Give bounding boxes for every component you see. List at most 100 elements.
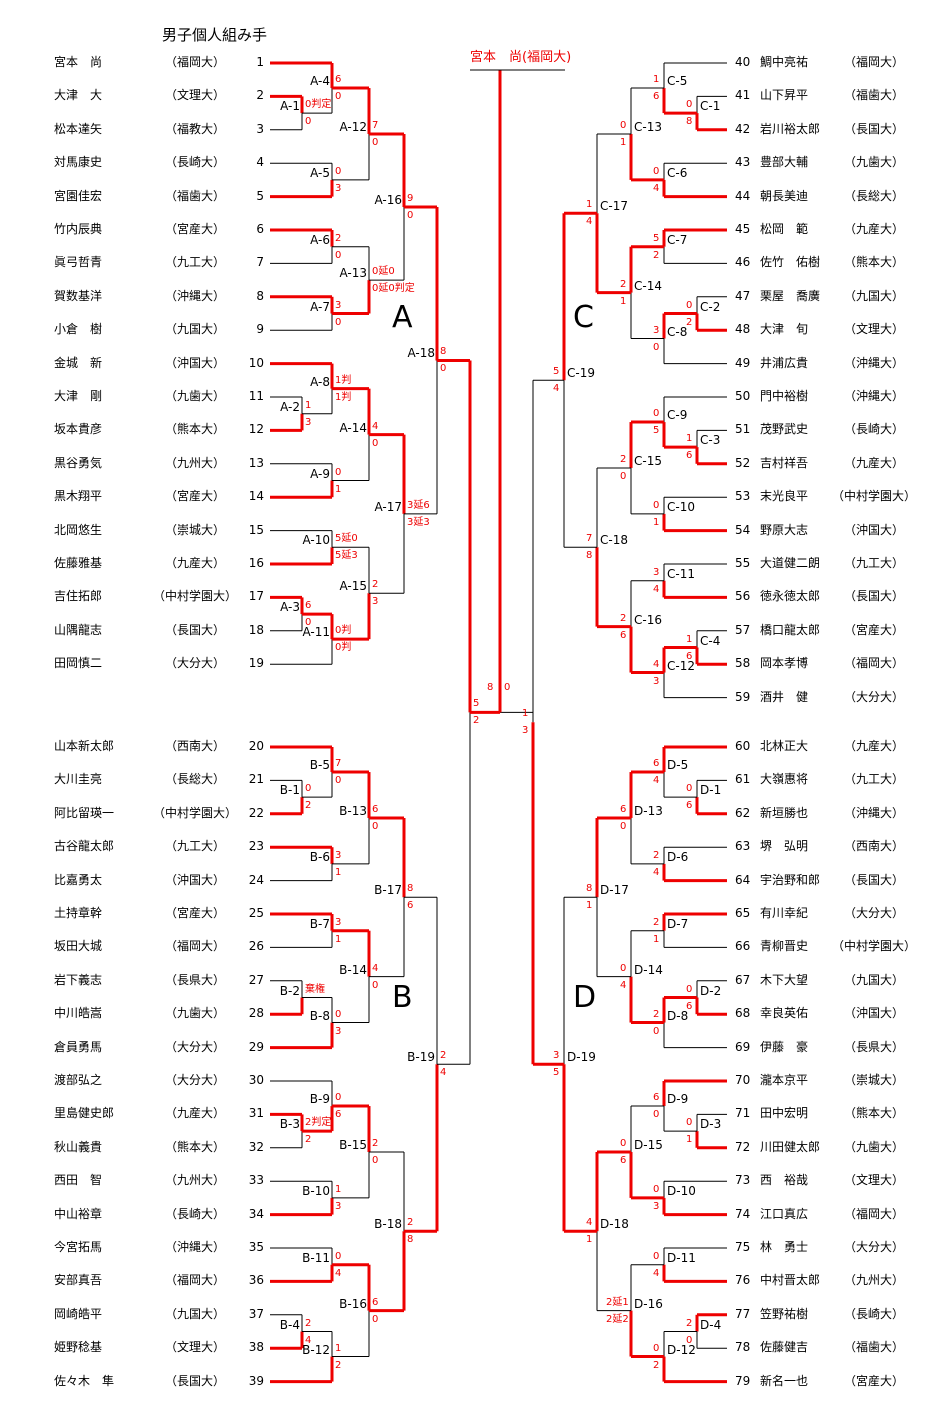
- player-number: 21: [248, 772, 264, 787]
- match-label: C-1: [700, 99, 721, 114]
- player-name: 林 勇士: [760, 1240, 809, 1254]
- player-school: （熊本大）: [843, 1106, 904, 1121]
- player-school: （大分大）: [164, 1073, 225, 1087]
- player-name: 坂本貴彦: [54, 422, 103, 437]
- score-top: 2: [620, 612, 627, 624]
- player-school: （長国大）: [843, 589, 904, 604]
- score-top: 0: [620, 1137, 627, 1149]
- score-bottom: 3: [522, 725, 529, 737]
- match-label: A-8: [310, 374, 330, 389]
- player-school: （沖国大）: [843, 522, 904, 537]
- score-top: 0: [335, 165, 342, 177]
- score-bottom: 1: [335, 933, 342, 945]
- score-bottom: 6: [686, 1000, 693, 1012]
- match-label: C-13: [634, 119, 662, 134]
- player-number: 67: [735, 972, 751, 987]
- player-name: 吉村祥吾: [760, 455, 809, 470]
- score-top: 0: [335, 1008, 342, 1020]
- match-label: C-7: [667, 232, 688, 247]
- player-school: （大分大）: [164, 656, 225, 671]
- player-name: 大津 大: [54, 88, 103, 103]
- score-top: 1: [305, 399, 312, 411]
- player-number: 46: [735, 255, 751, 270]
- match-label: A-10: [302, 533, 330, 548]
- score-bottom: 0: [305, 116, 312, 128]
- match-label: B-1: [279, 783, 300, 798]
- player-number: 50: [735, 389, 751, 403]
- match-label: C-11: [667, 566, 695, 581]
- player-name: 門中裕樹: [760, 389, 809, 403]
- match-label: C-14: [634, 278, 662, 293]
- block-label-c: C: [573, 300, 594, 335]
- score-bottom: 4: [653, 775, 660, 787]
- match-label: A-9: [310, 466, 330, 481]
- player-school: （中村学園大）: [152, 805, 237, 820]
- player-name: 宮本 尚: [54, 55, 103, 69]
- match-label: D-11: [667, 1250, 696, 1265]
- score-top: 0: [686, 299, 693, 311]
- player-number: 73: [735, 1173, 751, 1188]
- player-school: （福岡大）: [843, 1206, 904, 1221]
- player-school: （宮産大）: [164, 222, 225, 236]
- score-bottom: 8: [586, 550, 593, 562]
- match-label: B-10: [302, 1183, 330, 1198]
- match-label: D-4: [700, 1317, 722, 1332]
- match-label: B-12: [302, 1342, 330, 1357]
- player-number: 53: [735, 489, 751, 504]
- score-bottom: 4: [653, 182, 660, 194]
- player-number: 40: [735, 55, 751, 69]
- player-number: 41: [735, 88, 751, 103]
- score-top: 2: [653, 849, 660, 861]
- player-name: 酒井 健: [760, 689, 809, 704]
- player-number: 3: [256, 121, 264, 136]
- score-bottom: 2: [305, 800, 312, 812]
- player-number: 18: [248, 622, 264, 637]
- player-number: 47: [735, 288, 751, 303]
- score-top: 0: [653, 499, 660, 511]
- player-number: 23: [248, 839, 264, 854]
- score-top: 6: [620, 803, 627, 815]
- player-school: （沖縄大）: [164, 288, 225, 303]
- player-name: 大川圭亮: [54, 772, 103, 787]
- score-bottom: 2: [335, 1359, 342, 1371]
- player-number: 17: [248, 589, 264, 604]
- score-top: 5: [473, 698, 480, 710]
- player-number: 68: [735, 1006, 751, 1021]
- player-name: 鯛中亮祐: [760, 55, 809, 69]
- player-number: 72: [735, 1139, 751, 1154]
- player-name: 木下大望: [760, 972, 809, 987]
- match-label: B-2: [279, 983, 300, 998]
- player-number: 34: [248, 1206, 264, 1221]
- player-school: （九歯大）: [164, 389, 225, 403]
- player-school: （文理大）: [164, 1340, 225, 1355]
- player-school: （西南大）: [843, 839, 904, 854]
- match-label: A-15: [339, 579, 367, 594]
- player-name: 新名一也: [760, 1373, 809, 1388]
- player-number: 15: [248, 522, 264, 537]
- match-label: D-9: [667, 1092, 689, 1107]
- player-number: 62: [735, 805, 751, 820]
- score-bottom: 0: [620, 470, 627, 482]
- player-number: 2: [256, 88, 264, 103]
- match-label: C-19: [567, 366, 595, 381]
- score-bottom: 2: [653, 1359, 660, 1371]
- score-top: 0: [686, 983, 693, 995]
- player-school: （九産大）: [164, 556, 225, 570]
- player-name: 中山裕章: [54, 1206, 103, 1221]
- player-school: （九工大）: [843, 772, 904, 787]
- player-school: （長崎大）: [843, 422, 904, 437]
- score-top: 8: [407, 883, 414, 895]
- match-label: A-12: [339, 119, 367, 134]
- match-label: A-17: [374, 499, 402, 514]
- score-top: 2: [335, 232, 342, 244]
- score-bottom: 2: [305, 1134, 312, 1146]
- player-school: （福歯大）: [164, 188, 225, 203]
- score-bottom: 0: [653, 1109, 660, 1121]
- score-top: 2: [440, 1050, 447, 1062]
- score-bottom: 2: [686, 316, 693, 328]
- match-label: B-5: [309, 758, 330, 773]
- match-label: B-13: [339, 803, 367, 818]
- score-top: 7: [335, 758, 342, 770]
- score-bottom: 4: [305, 1334, 312, 1346]
- score-top: 6: [372, 803, 379, 815]
